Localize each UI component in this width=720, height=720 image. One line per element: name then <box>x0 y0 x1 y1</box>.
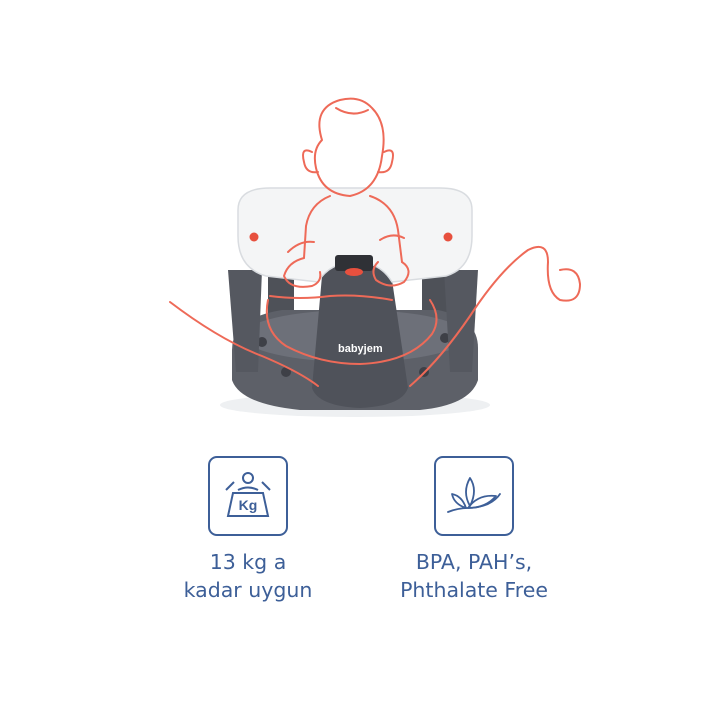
feature-weight-caption: 13 kg a kadar uygun <box>184 548 313 604</box>
baby-outline-drawing <box>169 97 581 387</box>
weight-icon-frame: Kg <box>208 456 288 536</box>
suction-hole-right <box>440 333 450 343</box>
caption-line: kadar uygun <box>183 578 313 602</box>
leaf-icon-frame <box>434 456 514 536</box>
seat-button-left <box>249 232 259 242</box>
feature-weight-limit: Kg 13 kg a kadar uygun <box>128 456 368 616</box>
feature-bpa-caption: BPA, PAH’s, Phthalate Free <box>400 548 548 604</box>
feature-bpa-free: BPA, PAH’s, Phthalate Free <box>354 456 594 616</box>
weight-kg-icon: Kg <box>225 472 271 517</box>
brand-logo: babyjem <box>338 343 383 355</box>
swivel-knob-ring <box>345 268 363 276</box>
suction-hole-left <box>257 337 267 347</box>
leaf-icon <box>447 477 501 513</box>
suction-hole-back <box>281 367 291 377</box>
weight-icon-label: Kg <box>239 497 258 513</box>
product-image: babyjem <box>169 97 581 417</box>
swivel-knob <box>335 255 373 271</box>
seat-leg-front-left <box>228 270 262 372</box>
caption-line: BPA, PAH’s, <box>415 550 533 574</box>
seat-backrest <box>237 187 473 283</box>
seat-button-right <box>443 232 453 242</box>
caption-line: 13 kg a <box>209 550 287 574</box>
caption-line: Phthalate Free <box>400 578 548 602</box>
seat-leg-front-right <box>444 270 478 372</box>
seat-center-column <box>312 266 408 408</box>
